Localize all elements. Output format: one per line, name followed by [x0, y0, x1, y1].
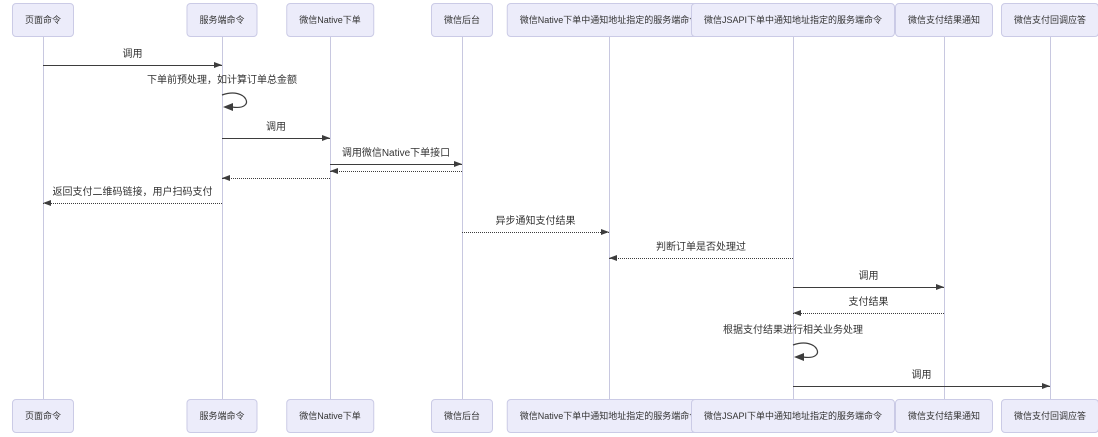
lifeline-wechat-native-order — [330, 37, 331, 399]
message-label: 调用 — [266, 122, 286, 133]
self-message-label: 下单前预处理，如计算订单总金额 — [147, 75, 297, 86]
message-label: 调用 — [858, 271, 879, 282]
message-line — [222, 138, 330, 139]
participant-wechat-backend-top: 微信后台 — [430, 3, 494, 37]
message-line — [330, 171, 462, 172]
message-line — [462, 232, 609, 233]
message-label: 调用微信Native下单接口 — [341, 148, 451, 159]
participant-wechat-native-order-top: 微信Native下单 — [286, 3, 374, 37]
participant-wechat-native-order-bottom: 微信Native下单 — [286, 399, 374, 433]
lifeline-server-command — [222, 37, 223, 399]
arrowhead-icon — [222, 175, 230, 181]
message-line — [222, 178, 330, 179]
participant-native-notify-command-bottom: 微信Native下单中通知地址指定的服务端命令 — [506, 399, 712, 433]
message-label: 调用 — [911, 370, 932, 381]
lifeline-jsapi-notify-command — [793, 37, 794, 399]
message-label: 返回支付二维码链接，用户扫码支付 — [52, 187, 213, 198]
message-line — [330, 164, 462, 165]
self-message-label: 根据支付结果进行相关业务处理 — [723, 325, 863, 336]
message-line — [43, 203, 222, 204]
message-label: 支付结果 — [848, 297, 889, 308]
arrowhead-icon — [454, 161, 462, 167]
arrowhead-icon — [322, 135, 330, 141]
arrowhead-icon — [609, 255, 617, 261]
message-line — [43, 65, 222, 66]
participant-jsapi-notify-command-top: 微信JSAPI下单中通知地址指定的服务端命令 — [690, 3, 896, 37]
self-loop-arrow-icon — [221, 90, 261, 114]
arrowhead-icon — [330, 168, 338, 174]
lifeline-payment-result-notify — [944, 37, 945, 399]
message-line — [793, 313, 944, 314]
message-line — [609, 258, 793, 259]
lifeline-page-command — [43, 37, 44, 399]
participant-payment-result-notify-top: 微信支付结果通知 — [894, 3, 994, 37]
arrowhead-icon — [43, 200, 51, 206]
participant-payment-result-notify-bottom: 微信支付结果通知 — [894, 399, 994, 433]
lifeline-native-notify-command — [609, 37, 610, 399]
self-loop-arrow-icon — [792, 340, 832, 364]
participant-payment-callback-response-top: 微信支付回调应答 — [1000, 3, 1098, 37]
participant-jsapi-notify-command-bottom: 微信JSAPI下单中通知地址指定的服务端命令 — [690, 399, 896, 433]
arrowhead-icon — [601, 229, 609, 235]
participant-page-command-top: 页面命令 — [11, 3, 75, 37]
arrowhead-icon — [1042, 383, 1050, 389]
arrowhead-icon — [793, 310, 801, 316]
arrowhead-icon — [214, 62, 222, 68]
message-label: 判断订单是否处理过 — [656, 242, 746, 253]
lifeline-wechat-backend — [462, 37, 463, 399]
message-line — [793, 287, 944, 288]
message-label: 调用 — [122, 49, 143, 60]
participant-server-command-top: 服务端命令 — [186, 3, 258, 37]
message-line — [793, 386, 1050, 387]
participant-wechat-backend-bottom: 微信后台 — [430, 399, 494, 433]
participant-page-command-bottom: 页面命令 — [11, 399, 75, 433]
message-label: 异步通知支付结果 — [495, 216, 576, 227]
lifeline-payment-callback-response — [1050, 37, 1051, 399]
participant-server-command-bottom: 服务端命令 — [186, 399, 258, 433]
participant-native-notify-command-top: 微信Native下单中通知地址指定的服务端命令 — [506, 3, 712, 37]
participant-payment-callback-response-bottom: 微信支付回调应答 — [1000, 399, 1098, 433]
arrowhead-icon — [936, 284, 944, 290]
